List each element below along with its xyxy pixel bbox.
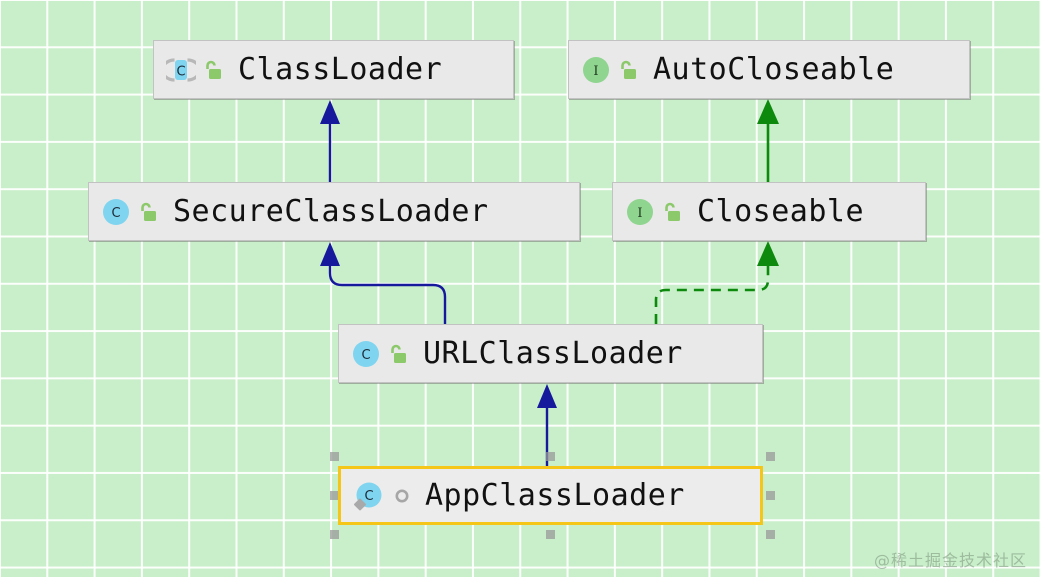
watermark-text: @稀土掘金技术社区: [873, 551, 1027, 570]
class-node-closeable[interactable]: I Closeable: [612, 182, 926, 241]
edge-closeable-extends-autocloseable: [757, 99, 779, 182]
svg-text:C: C: [361, 348, 370, 363]
edge-urlclassloader-implements-closeable: [654, 241, 779, 324]
selection-handle-middle-right[interactable]: [766, 491, 775, 500]
svg-text:C: C: [111, 206, 120, 221]
interface-icon: I: [581, 55, 611, 85]
unlocked-padlock-icon: [202, 58, 224, 82]
selection-handle-top-center[interactable]: [546, 452, 555, 461]
class-node-secureclassloader[interactable]: C SecureClassLoader: [88, 182, 580, 241]
unlocked-padlock-icon: [137, 200, 159, 224]
class-name-label: AutoCloseable: [653, 52, 895, 87]
svg-text:I: I: [593, 64, 598, 79]
class-node-classloader[interactable]: C ClassLoader: [153, 40, 514, 99]
class-name-label: URLClassLoader: [423, 336, 683, 371]
class-name-label: AppClassLoader: [425, 478, 685, 513]
abstract-class-icon: C: [166, 55, 196, 85]
class-node-appclassloader[interactable]: C AppClassLoader: [338, 466, 763, 525]
unlocked-padlock-icon: [661, 200, 683, 224]
svg-text:I: I: [637, 206, 642, 221]
selection-handle-top-right[interactable]: [766, 452, 775, 461]
class-node-urlclassloader[interactable]: C URLClassLoader: [338, 324, 763, 383]
class-name-label: ClassLoader: [238, 52, 443, 87]
class-icon: C: [351, 339, 381, 369]
class-node-autocloseable[interactable]: I AutoCloseable: [568, 40, 970, 99]
package-private-circle-icon: [393, 487, 411, 505]
selection-handle-bottom-center[interactable]: [546, 530, 555, 539]
selection-handle-top-left[interactable]: [330, 452, 339, 461]
svg-text:C: C: [364, 489, 373, 504]
unlocked-padlock-icon: [617, 58, 639, 82]
interface-icon: I: [625, 197, 655, 227]
edge-urlclassloader-extends-secureclassloader: [320, 242, 447, 324]
svg-text:C: C: [176, 64, 185, 79]
class-name-label: SecureClassLoader: [173, 194, 489, 229]
class-icon: C: [101, 197, 131, 227]
class-name-label: Closeable: [697, 194, 865, 229]
static-class-icon: C: [353, 481, 383, 511]
selection-handle-middle-left[interactable]: [330, 491, 339, 500]
selection-handle-bottom-right[interactable]: [766, 530, 775, 539]
edge-secureclassloader-extends-classloader: [320, 100, 340, 182]
selection-handle-bottom-left[interactable]: [330, 530, 339, 539]
unlocked-padlock-icon: [387, 342, 409, 366]
